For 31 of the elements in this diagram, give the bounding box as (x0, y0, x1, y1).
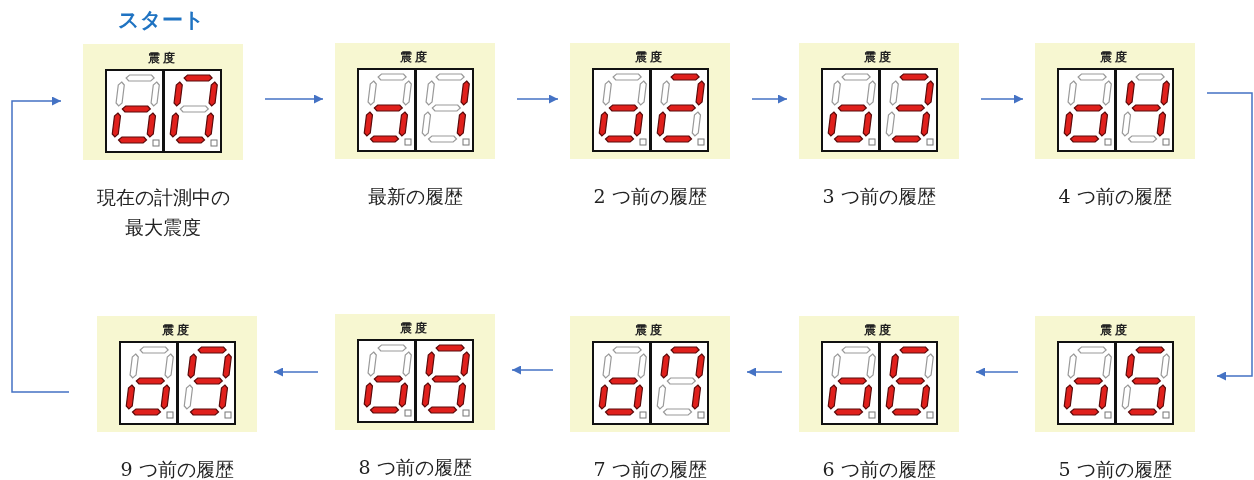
node-label: 最新の履歴 (366, 184, 464, 209)
arrow (511, 365, 554, 375)
arrow (1206, 92, 1253, 381)
node-label: 8 つ前の履歴 (357, 455, 473, 480)
arrow (516, 94, 559, 104)
arrow (975, 367, 1019, 377)
node-label: 現在の計測中の最大震度 (95, 185, 231, 241)
panel-title: 震度 (148, 50, 178, 67)
node-label: 6 つ前の履歴 (821, 457, 937, 480)
panel-title: 震度 (1100, 49, 1130, 66)
start-label: スタート (118, 7, 205, 34)
arrow (980, 94, 1024, 104)
panel-title: 震度 (162, 322, 192, 339)
panel-title: 震度 (1100, 322, 1130, 339)
panel-title: 震度 (400, 320, 430, 337)
panel-title: 震度 (635, 49, 665, 66)
panel-title: 震度 (400, 49, 430, 66)
arrow (751, 94, 788, 104)
arrow (746, 367, 783, 377)
panel-title: 震度 (864, 49, 894, 66)
panel-title: 震度 (864, 322, 894, 339)
node-label: 4 つ前の履歴 (1057, 184, 1173, 209)
node-label: 5 つ前の履歴 (1057, 457, 1173, 480)
arrow (11, 96, 70, 393)
arrow (273, 367, 319, 377)
node-label: 2 つ前の履歴 (592, 184, 708, 209)
node-label: 7 つ前の履歴 (592, 457, 708, 480)
panel-title: 震度 (635, 322, 665, 339)
node-label: 3 つ前の履歴 (821, 184, 937, 209)
node-label: 9 つ前の履歴 (119, 457, 235, 480)
arrow (264, 94, 324, 104)
